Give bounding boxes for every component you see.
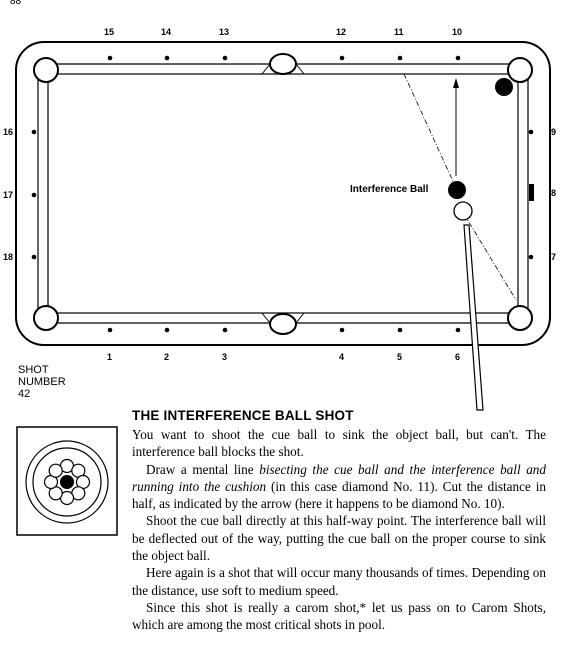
shot-label-line1: SHOT xyxy=(18,364,49,376)
diamond-number-4: 4 xyxy=(339,352,345,362)
paragraph-3: Shoot the cue ball directly at this half… xyxy=(132,513,546,564)
paragraph-5: Since this shot is really a carom shot,*… xyxy=(132,599,546,633)
table-playing-surface xyxy=(47,73,519,314)
shot-label-line2: NUMBER xyxy=(18,376,66,388)
paragraph-1: You want to shoot the cue ball to sink t… xyxy=(132,427,546,460)
diamond-number-5: 5 xyxy=(397,352,403,362)
diamond-number-12: 12 xyxy=(336,27,347,37)
diamond-number-7: 7 xyxy=(551,252,557,262)
paragraph-2-end: (in this case diamond No. 11). Cut the d… xyxy=(132,478,546,512)
cue-stick xyxy=(463,224,484,411)
diamond-number-14: 14 xyxy=(161,27,172,37)
aim-arrow-head xyxy=(453,78,459,88)
article-title: THE INTERFERENCE BALL SHOT xyxy=(132,408,354,423)
diamond-number-13: 13 xyxy=(219,27,230,37)
pockets xyxy=(33,53,533,335)
diamond-number-10: 10 xyxy=(452,27,463,37)
diamond-number-8: 8 xyxy=(551,188,557,198)
paragraph-2-start: Draw a mental line xyxy=(146,461,260,477)
diamond-number-1: 1 xyxy=(107,352,113,362)
pocket-top-left xyxy=(33,57,59,83)
paragraph-2-italic: bisecting the cue ball and the interfere… xyxy=(132,461,546,494)
paragraph-4: Here again is a shot that will occur man… xyxy=(132,565,546,598)
bisect-line-lower xyxy=(463,213,517,301)
diagram-inner-ring xyxy=(32,447,102,517)
pocket-top-right xyxy=(507,57,533,83)
diagram-outer-ring xyxy=(25,440,109,524)
diamond-8-marker xyxy=(529,184,534,201)
paragraph-2: Draw a mental line bisecting the cue bal… xyxy=(132,461,546,513)
diamond-number-6: 6 xyxy=(455,352,461,362)
diamonds xyxy=(31,55,534,333)
cue-ball xyxy=(453,201,473,221)
interference-ball xyxy=(448,181,466,199)
shot-number: 42 xyxy=(18,388,31,400)
shot-number-label: SHOT NUMBER 42 xyxy=(18,364,66,400)
page-number: 88 xyxy=(10,0,22,7)
diagram-center-ball xyxy=(60,475,74,489)
pocket-top-side xyxy=(269,53,297,75)
interference-ball-label: Interference Ball xyxy=(350,184,429,195)
diamond-number-18: 18 xyxy=(3,252,14,262)
object-ball xyxy=(495,78,513,96)
pool-table-diagram xyxy=(15,41,551,411)
pocket-bottom-right xyxy=(507,305,533,331)
pocket-bottom-left xyxy=(33,305,59,331)
diamond-number-9: 9 xyxy=(551,127,557,137)
diamond-number-17: 17 xyxy=(3,190,14,200)
pocket-bottom-side xyxy=(269,313,297,335)
diamond-number-3: 3 xyxy=(222,352,228,362)
diamond-number-11: 11 xyxy=(394,27,404,37)
diamond-number-15: 15 xyxy=(104,27,115,37)
diamond-number-2: 2 xyxy=(164,352,170,362)
diagram-ring-balls xyxy=(43,458,91,506)
bisect-line-upper xyxy=(403,73,457,189)
diamond-number-16: 16 xyxy=(3,127,14,137)
ball-arrangement-diagram xyxy=(16,426,118,536)
article-body: You want to shoot the cue ball to sink t… xyxy=(132,426,546,634)
